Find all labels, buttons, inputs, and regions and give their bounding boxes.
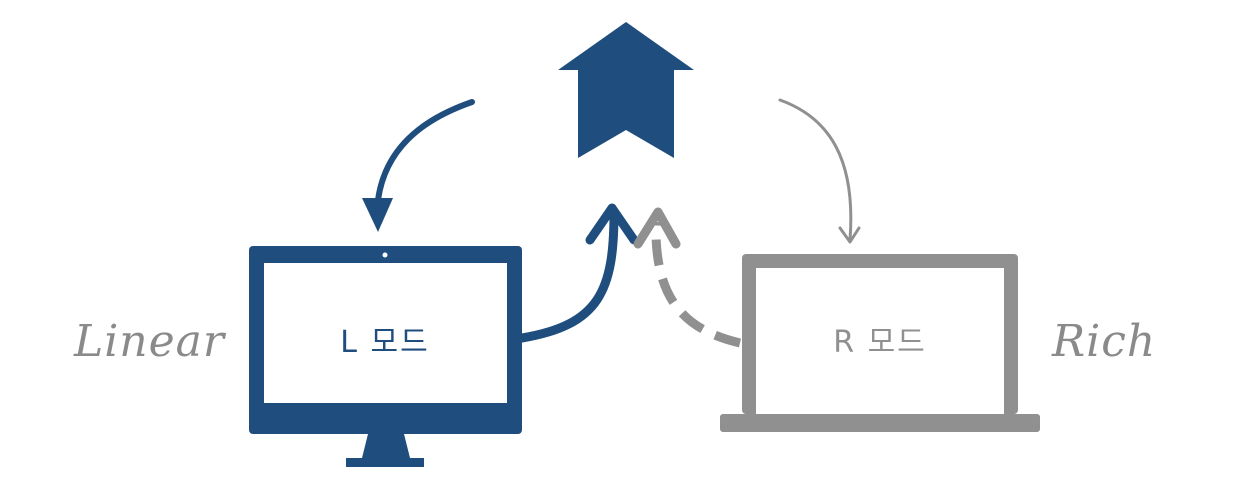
linear-screen-label: L 모드 bbox=[340, 325, 429, 360]
laptop-icon bbox=[720, 254, 1040, 432]
arrow-to-rich bbox=[778, 98, 853, 242]
linear-label: Linear bbox=[73, 316, 227, 367]
arrow-rich-to-top bbox=[651, 221, 742, 348]
rich-label: Rich bbox=[1051, 316, 1156, 367]
rich-screen-label: R 모드 bbox=[833, 325, 927, 360]
desktop-monitor-icon bbox=[249, 246, 522, 467]
arrow-rich-to-top-head bbox=[633, 207, 681, 249]
arrow-to-rich-head bbox=[838, 226, 861, 244]
arrow-to-linear-head bbox=[362, 198, 393, 232]
arrow-to-linear bbox=[375, 99, 475, 203]
arrow-linear-to-top bbox=[517, 207, 619, 343]
home-upload-icon bbox=[558, 22, 694, 158]
arrow-linear-to-top-head bbox=[585, 203, 639, 245]
